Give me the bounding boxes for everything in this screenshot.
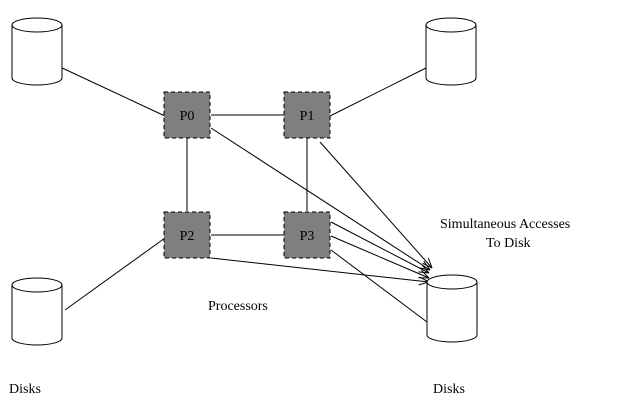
link-disk-top-right-p1: [329, 66, 429, 117]
processor-p0: P0: [163, 91, 211, 139]
arrow-p3-disk-a: [330, 221, 429, 273]
disk-top-left: [11, 17, 63, 86]
link-p3-disk: [330, 249, 428, 323]
arrow-p0-disk: [210, 127, 430, 270]
link-disk-top-left-p0: [59, 66, 166, 117]
access-arrows: [210, 127, 432, 282]
disk-links: [59, 66, 429, 311]
disk-bottom-left: [11, 277, 63, 346]
arrow-p2-disk: [210, 257, 429, 282]
disks-label-left: Disks: [9, 382, 41, 397]
processor-p3: P3: [283, 211, 331, 259]
arrow-p3-disk-b: [330, 235, 429, 278]
processors-label: Processors: [208, 299, 268, 314]
processor-p0-label: P0: [180, 109, 195, 124]
processor-links: [186, 114, 308, 236]
disks-label-right: Disks: [433, 382, 465, 397]
arrow-p1-disk: [319, 141, 432, 268]
processor-p1: P1: [283, 91, 331, 139]
processor-p2: P2: [163, 211, 211, 259]
link-disk-bottom-left-p2: [64, 237, 166, 311]
simultaneous-label-line2: To Disk: [486, 236, 531, 251]
simultaneous-label-line1: Simultaneous Accesses: [440, 217, 570, 232]
disk-bottom-right: [426, 274, 478, 343]
processor-p2-label: P2: [180, 229, 195, 244]
disk-top-right: [425, 17, 477, 86]
processor-p1-label: P1: [300, 109, 315, 124]
processor-p3-label: P3: [300, 229, 315, 244]
